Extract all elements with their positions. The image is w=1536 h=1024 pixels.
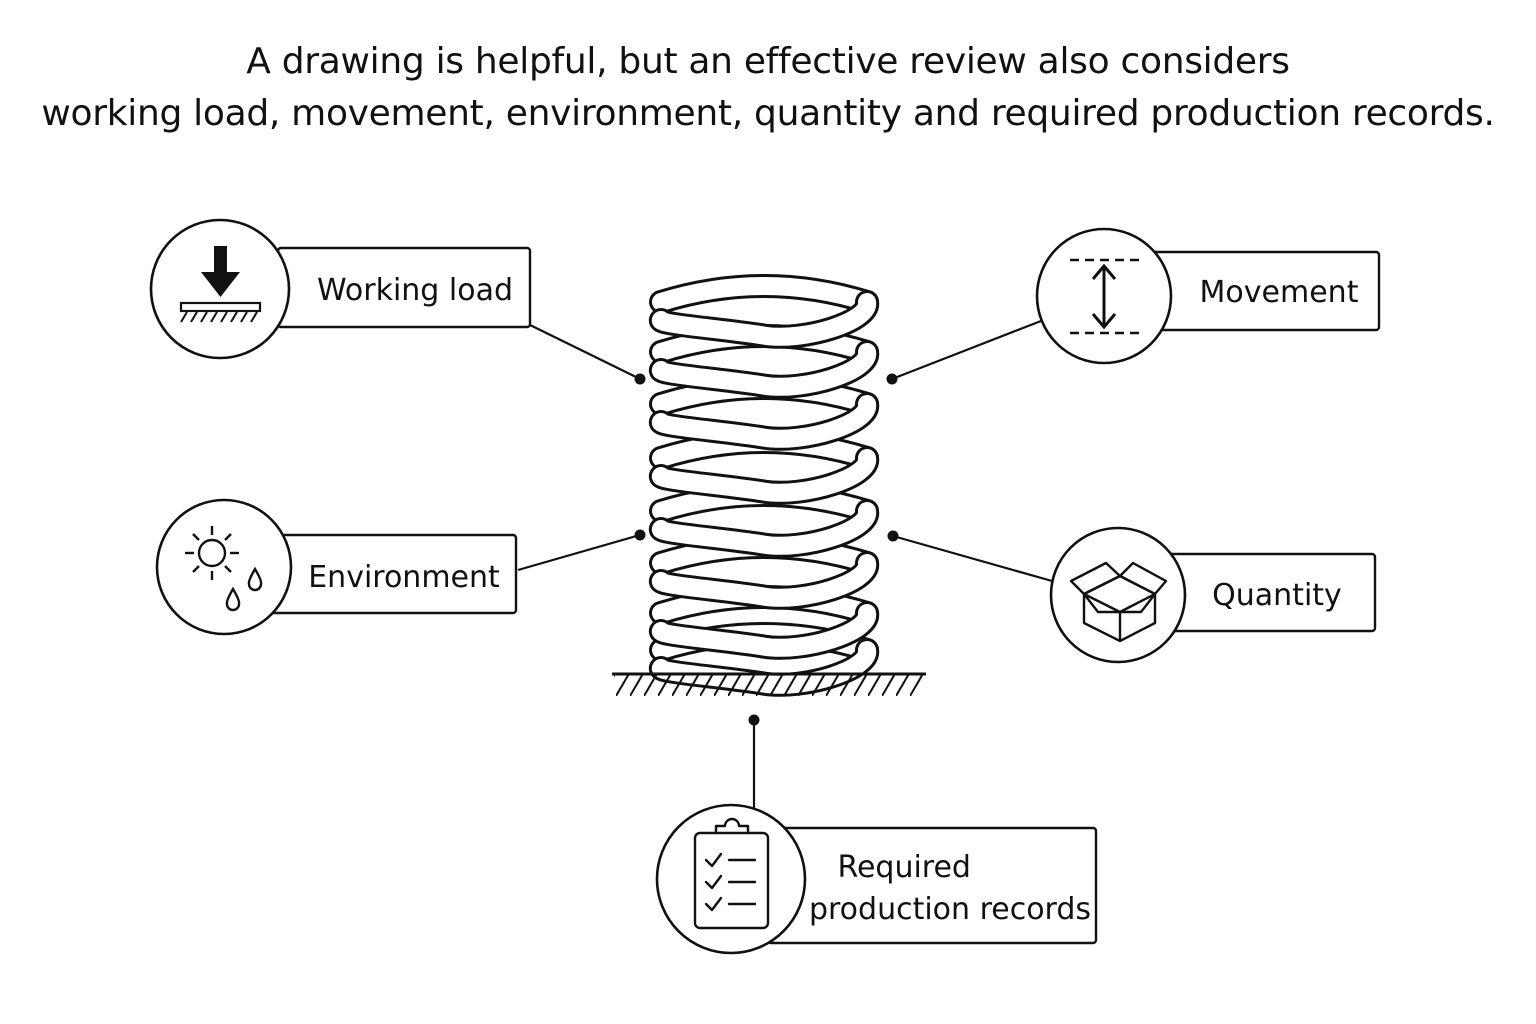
- label-quantity: Quantity: [1212, 578, 1342, 613]
- dot-quantity: [887, 530, 899, 542]
- icon-circle-environment: [155, 498, 293, 636]
- spring-coil-front-fill: [651, 449, 876, 502]
- spring-coil-front-fill: [651, 554, 876, 607]
- spring-coil-front-fill: [651, 502, 876, 555]
- icon-circle-quantity: [1049, 526, 1187, 664]
- spring-coil-front: [648, 290, 879, 697]
- label-movement: Movement: [1200, 275, 1359, 310]
- factor-working-load: Working load: [149, 218, 532, 360]
- spring-coil-front-fill: [651, 604, 876, 657]
- label-working-load: Working load: [317, 273, 513, 308]
- connector-working-load: [527, 323, 641, 380]
- label-environment: Environment: [308, 560, 500, 595]
- dot-working-load: [634, 373, 646, 385]
- spring-coil-back-fill: [652, 277, 876, 311]
- downward-arrow-load-icon: [179, 246, 262, 323]
- dot-environment: [634, 529, 646, 541]
- factor-production-records: Required production records: [655, 803, 1098, 955]
- label-production-records: Required production records: [809, 850, 1091, 927]
- factor-quantity: Quantity: [1049, 526, 1377, 664]
- label-production-records-line-2: production records: [809, 892, 1091, 927]
- factor-environment: Environment: [155, 498, 518, 636]
- connector-environment: [517, 533, 641, 572]
- connector-quantity: [892, 534, 1053, 583]
- label-production-records-line-1: Required: [837, 850, 971, 885]
- headline-line-2: working load, movement, environment, qua…: [41, 93, 1495, 134]
- sun-and-droplets-icon: [185, 526, 263, 612]
- connector-dots: [634, 373, 899, 726]
- dot-movement: [886, 373, 898, 385]
- icon-circle-production-records: [655, 803, 807, 955]
- spring-coil-front-fill: [651, 395, 876, 448]
- headline-line-1: A drawing is helpful, but an effective r…: [246, 41, 1290, 82]
- spring-coil-front-fill: [651, 293, 876, 346]
- vertical-travel-arrow-icon: [1070, 258, 1140, 335]
- ground-hatching: [614, 674, 924, 696]
- open-box-icon: [1069, 561, 1168, 643]
- spring-coil-front-fill: [651, 343, 876, 396]
- connector-movement: [891, 319, 1042, 381]
- compression-spring-icon: [612, 274, 926, 697]
- dot-records: [748, 714, 760, 726]
- clipboard-checklist-icon: [693, 817, 770, 930]
- factor-movement: Movement: [1035, 227, 1381, 365]
- connectors: [517, 319, 1053, 810]
- headline: A drawing is helpful, but an effective r…: [0, 36, 1536, 140]
